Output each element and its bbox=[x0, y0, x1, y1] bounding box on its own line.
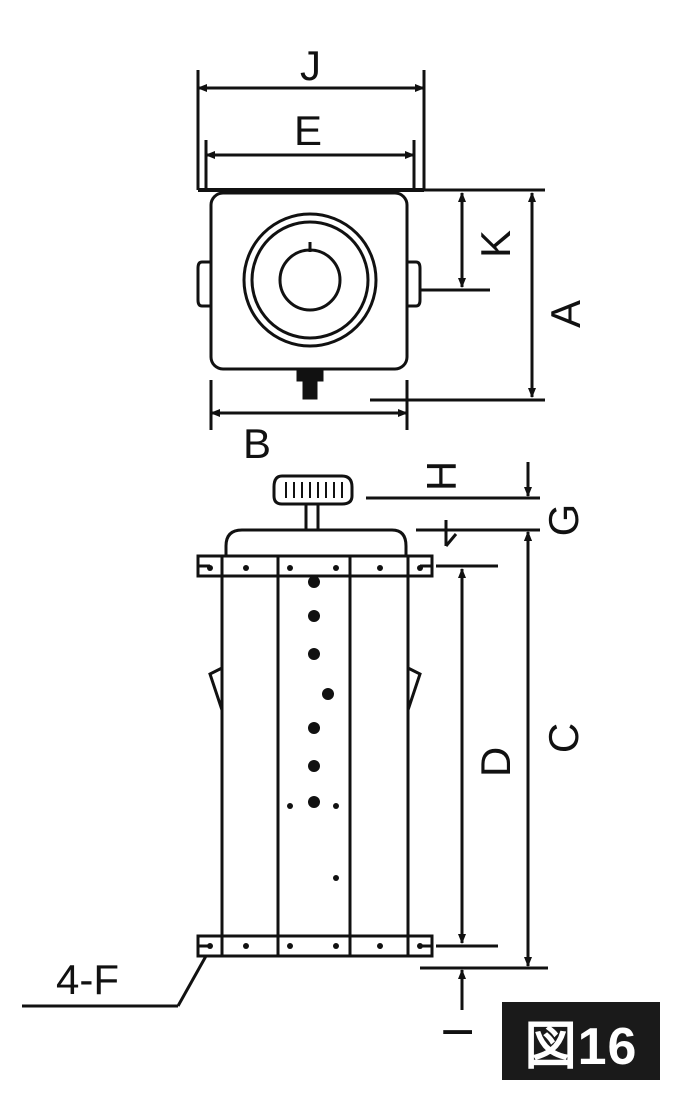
drain-icon bbox=[296, 369, 324, 400]
side-view bbox=[196, 474, 434, 958]
bowl-outer-circle bbox=[242, 212, 378, 348]
label-D: D bbox=[472, 747, 519, 777]
side-view-dimensions bbox=[22, 462, 548, 1010]
label-H: H bbox=[418, 461, 465, 491]
top-view-body bbox=[209, 191, 409, 371]
label-K: K bbox=[472, 230, 519, 258]
knob-circle bbox=[278, 248, 342, 312]
screw-holes bbox=[207, 565, 423, 949]
adjust-knob-icon bbox=[272, 474, 354, 506]
figure-number-badge: 図16 bbox=[502, 1002, 660, 1080]
label-4-F: 4-F bbox=[56, 956, 119, 1003]
label-G: G bbox=[540, 504, 587, 537]
label-B: B bbox=[243, 420, 271, 467]
top-view bbox=[196, 70, 545, 430]
label-I: I bbox=[434, 1026, 481, 1038]
label-A: A bbox=[542, 300, 589, 328]
label-E: E bbox=[294, 107, 322, 154]
label-C: C bbox=[540, 723, 587, 753]
label-J: J bbox=[300, 42, 321, 89]
